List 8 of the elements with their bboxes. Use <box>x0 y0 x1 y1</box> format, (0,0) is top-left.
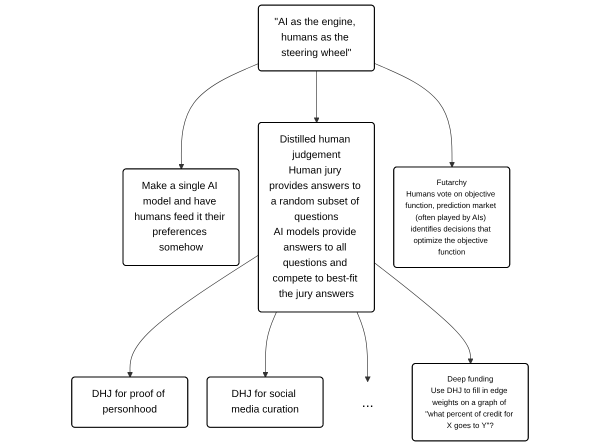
arrow <box>374 262 474 364</box>
node-text: ... <box>362 394 374 410</box>
arrow <box>127 254 260 378</box>
arrow <box>178 63 260 170</box>
arrow <box>356 312 370 382</box>
arrow <box>374 63 455 168</box>
arrow <box>314 70 320 124</box>
arrow <box>262 312 277 378</box>
